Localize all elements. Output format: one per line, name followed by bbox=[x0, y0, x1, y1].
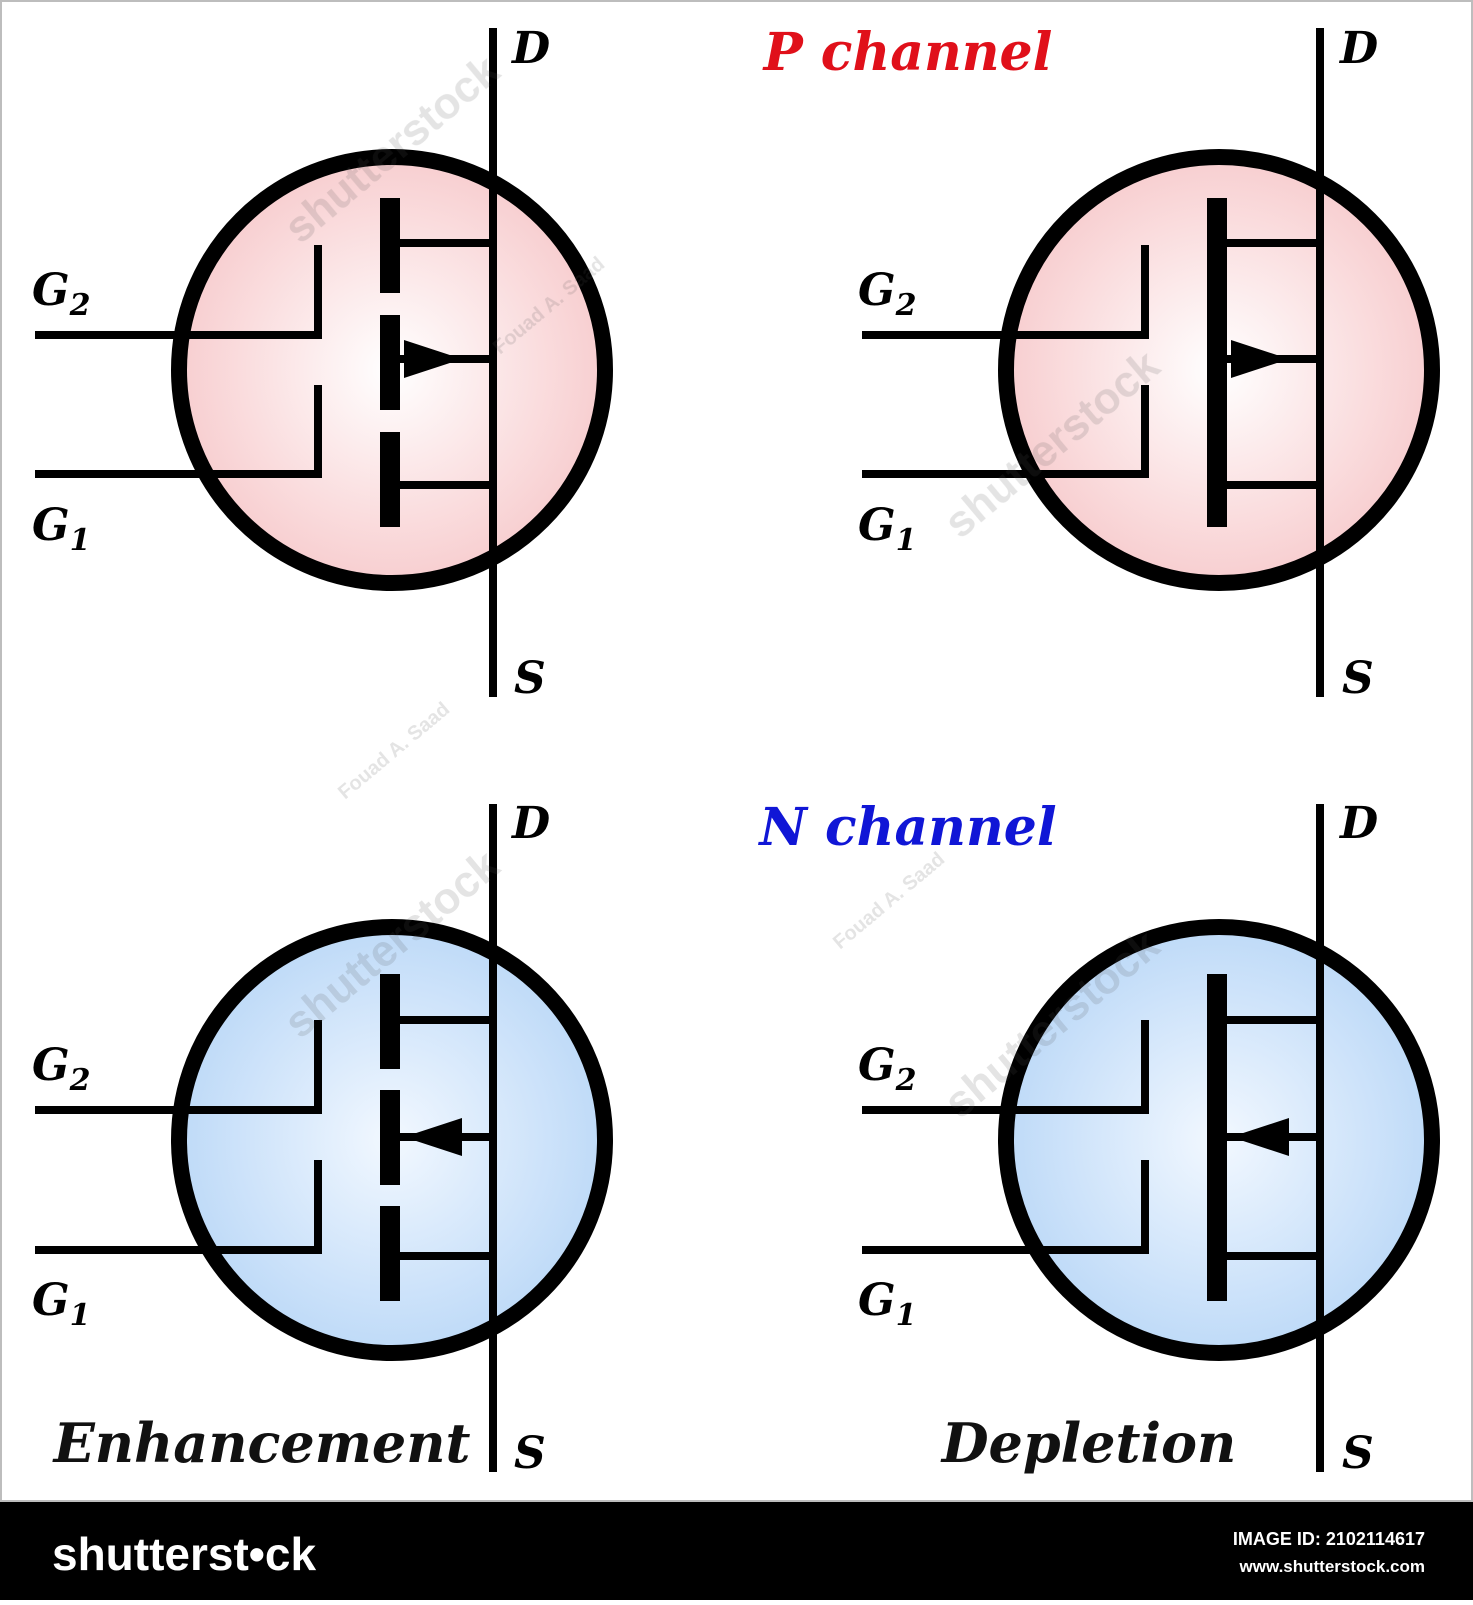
p-channel-enhancement-symbol bbox=[35, 28, 613, 697]
enhancement-caption: Enhancement bbox=[52, 1411, 471, 1475]
gate2-lead bbox=[862, 245, 1149, 339]
channel-segment bbox=[380, 974, 400, 1069]
arrow-out-icon bbox=[404, 340, 462, 378]
channel-segment bbox=[380, 198, 400, 293]
gate1-label: G1 bbox=[32, 1275, 90, 1333]
n-channel-enhancement-symbol bbox=[35, 804, 613, 1472]
p-channel-heading: P channel bbox=[762, 22, 1053, 83]
drain-label: D bbox=[1338, 798, 1378, 849]
arrow-out-icon bbox=[1231, 340, 1289, 378]
drain-label: D bbox=[510, 798, 550, 849]
gate2-label: G2 bbox=[858, 1040, 916, 1098]
gate2-lead bbox=[35, 1020, 322, 1114]
shutterstock-logo: shutterst•ck bbox=[52, 1528, 316, 1580]
gate1-lead bbox=[35, 1160, 322, 1254]
gate1-label: G1 bbox=[858, 1275, 916, 1333]
channel-bar bbox=[1207, 198, 1227, 527]
source-label: S bbox=[1342, 1428, 1374, 1479]
drain-label: D bbox=[510, 23, 550, 74]
site-url: www.shutterstock.com bbox=[1239, 1557, 1425, 1576]
n-channel-depletion-symbol bbox=[862, 804, 1440, 1472]
channel-segment bbox=[380, 1206, 400, 1301]
source-label: S bbox=[514, 653, 546, 704]
n-channel-heading: N channel bbox=[757, 797, 1056, 858]
depletion-caption: Depletion bbox=[940, 1411, 1237, 1475]
svg-text:G2: G2 bbox=[32, 265, 90, 323]
channel-segment bbox=[380, 1090, 400, 1185]
gate1-lead bbox=[862, 385, 1149, 478]
source-label: S bbox=[1342, 653, 1374, 704]
svg-text:G1: G1 bbox=[858, 1275, 916, 1333]
footer-bar bbox=[0, 1502, 1473, 1600]
gate1-lead bbox=[862, 1160, 1149, 1254]
svg-text:Fouad A. Saad: Fouad A. Saad bbox=[334, 698, 454, 804]
gate2-label: G2 bbox=[858, 265, 916, 323]
gate2-label: G2 bbox=[32, 1040, 90, 1098]
svg-text:G1: G1 bbox=[858, 500, 916, 558]
gate1-label: G1 bbox=[32, 500, 90, 558]
p-channel-depletion-symbol bbox=[862, 28, 1440, 697]
gate1-label: G1 bbox=[858, 500, 916, 558]
svg-text:Fouad A. Saad: Fouad A. Saad bbox=[829, 848, 949, 954]
svg-text:G2: G2 bbox=[858, 1040, 916, 1098]
source-label: S bbox=[514, 1428, 546, 1479]
svg-text:G2: G2 bbox=[32, 1040, 90, 1098]
channel-bar bbox=[1207, 974, 1227, 1301]
svg-text:G1: G1 bbox=[32, 1275, 90, 1333]
gate2-lead bbox=[35, 245, 322, 339]
svg-text:G1: G1 bbox=[32, 500, 90, 558]
gate2-lead bbox=[862, 1020, 1149, 1114]
image-frame bbox=[0, 0, 1473, 1502]
channel-segment bbox=[380, 432, 400, 527]
arrow-in-icon bbox=[1231, 1118, 1289, 1156]
gate2-label: G2 bbox=[32, 265, 90, 323]
svg-text:G2: G2 bbox=[858, 265, 916, 323]
arrow-in-icon bbox=[404, 1118, 462, 1156]
drain-label: D bbox=[1338, 23, 1378, 74]
channel-segment bbox=[380, 315, 400, 410]
image-id: IMAGE ID: 2102114617 bbox=[1233, 1529, 1425, 1549]
gate1-lead bbox=[35, 385, 322, 478]
